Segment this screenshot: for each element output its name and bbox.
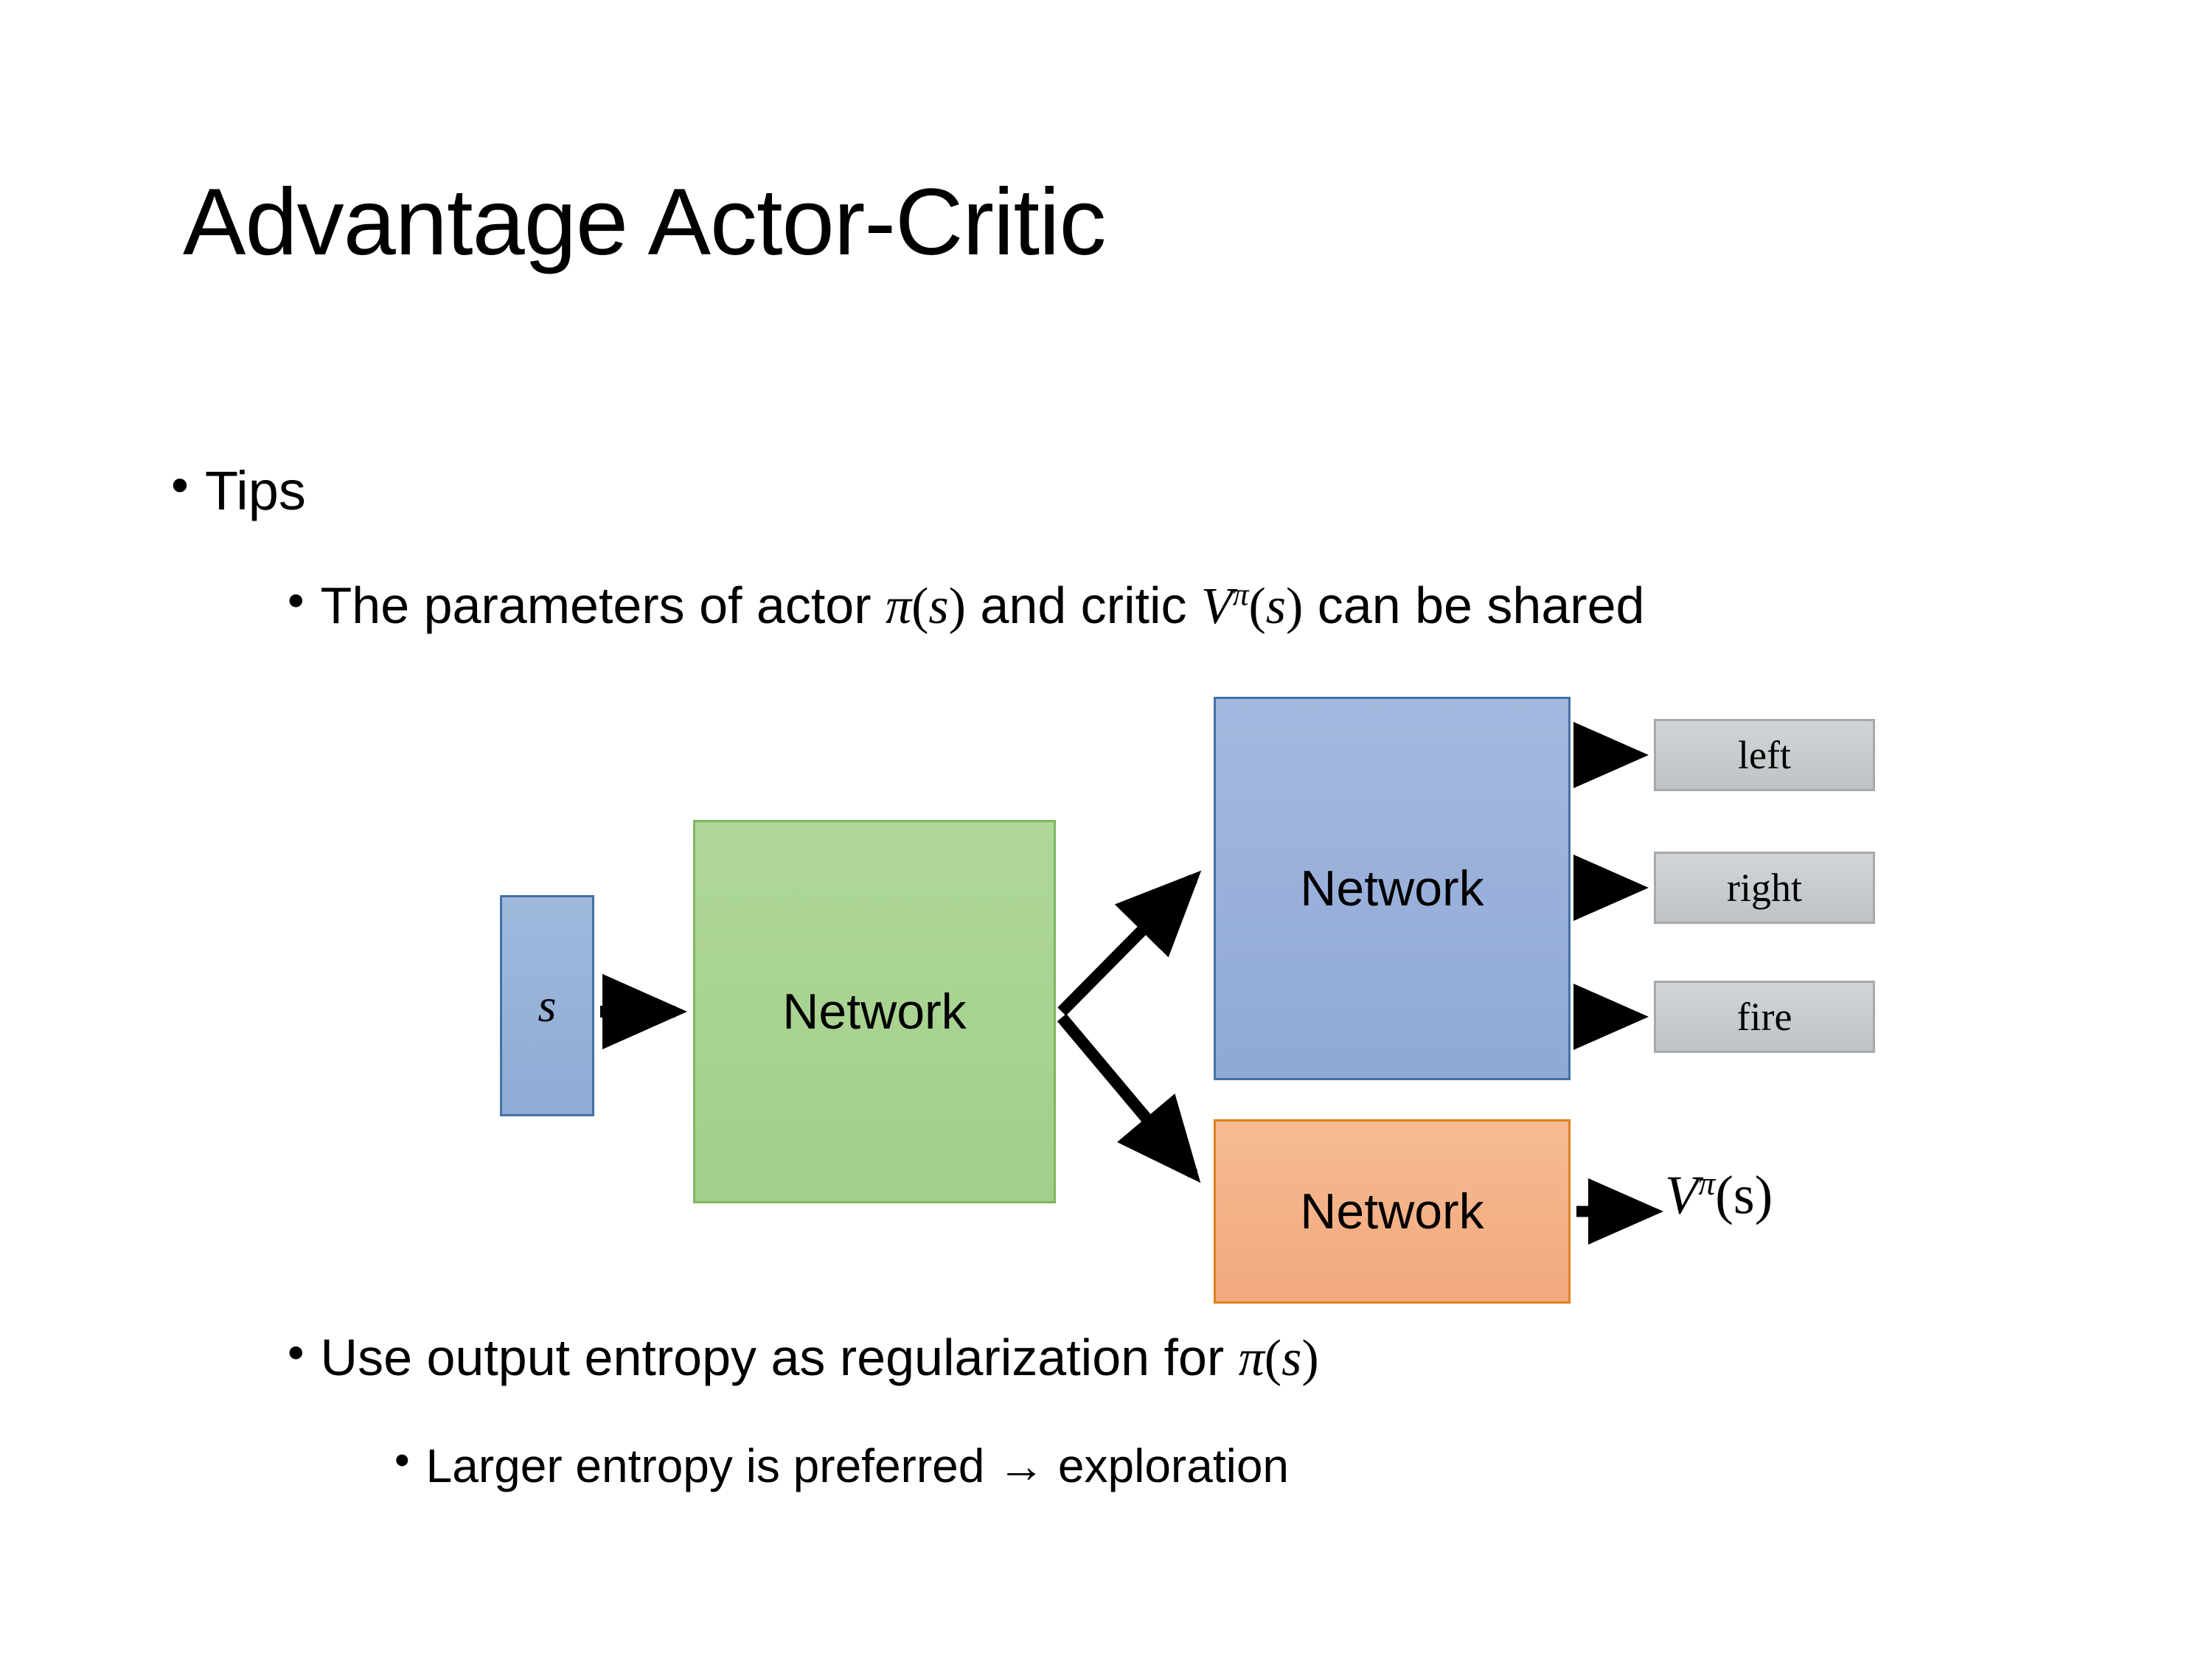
actor-network-label: Network bbox=[1300, 860, 1484, 917]
bullet-larger-entropy-label: Larger entropy is preferred → exploratio… bbox=[425, 1439, 1289, 1492]
action-box-right: right bbox=[1654, 852, 1875, 924]
bullet-shared-parameters: • The parameters of actor π(s) and criti… bbox=[288, 577, 2072, 636]
shared-network-box: Network bbox=[693, 820, 1056, 1203]
bullet-marker-icon: • bbox=[288, 1326, 305, 1379]
math-v-pi-of-s: Vπ(s) bbox=[1200, 577, 1304, 635]
shared-network-label: Network bbox=[782, 984, 967, 1040]
action-box-left: left bbox=[1654, 719, 1875, 791]
bullet-tips-label: Tips bbox=[204, 460, 306, 521]
page-title: Advantage Actor-Critic bbox=[183, 170, 1106, 275]
state-input-label: s bbox=[538, 979, 557, 1032]
math-pi-of-s: π(s) bbox=[886, 578, 966, 635]
bullet-larger-entropy: • Larger entropy is preferred → explorat… bbox=[394, 1439, 2090, 1493]
bullet-shared-parameters-label: The parameters of actor π(s) and critic … bbox=[321, 577, 2072, 636]
value-superscript-symbol: π bbox=[1698, 1164, 1716, 1202]
text-segment: Use output entropy as regularization for bbox=[320, 1329, 1239, 1386]
text-segment: The parameters of actor bbox=[320, 577, 886, 634]
critic-network-box: Network bbox=[1214, 1119, 1571, 1304]
math-pi-of-s: π(s) bbox=[1238, 1330, 1319, 1387]
critic-output-label: Vπ(s) bbox=[1665, 1164, 1773, 1228]
action-label-right: right bbox=[1727, 866, 1802, 910]
bullet-tips: • Tips bbox=[171, 460, 835, 522]
bullet-entropy-regularization-label: Use output entropy as regularization for… bbox=[321, 1329, 2057, 1388]
bullet-marker-icon: • bbox=[288, 574, 305, 627]
value-argument: (s) bbox=[1715, 1165, 1773, 1226]
action-box-fire: fire bbox=[1654, 981, 1875, 1053]
actor-network-box: Network bbox=[1214, 697, 1571, 1080]
bullet-marker-icon: • bbox=[394, 1436, 410, 1484]
critic-network-label: Network bbox=[1300, 1183, 1484, 1239]
text-segment: can be shared bbox=[1303, 577, 1645, 634]
arrow-shared-to-actor-network bbox=[1057, 870, 1202, 1016]
value-base-symbol: V bbox=[1665, 1165, 1699, 1226]
text-segment: and critic bbox=[965, 577, 1201, 634]
bullet-marker-icon: • bbox=[171, 457, 189, 513]
state-input-box: s bbox=[500, 895, 594, 1116]
arrow-shared-to-critic-network bbox=[1057, 1013, 1201, 1183]
action-label-fire: fire bbox=[1736, 995, 1792, 1039]
action-label-left: left bbox=[1738, 733, 1791, 777]
bullet-entropy-regularization: • Use output entropy as regularization f… bbox=[288, 1329, 2057, 1388]
